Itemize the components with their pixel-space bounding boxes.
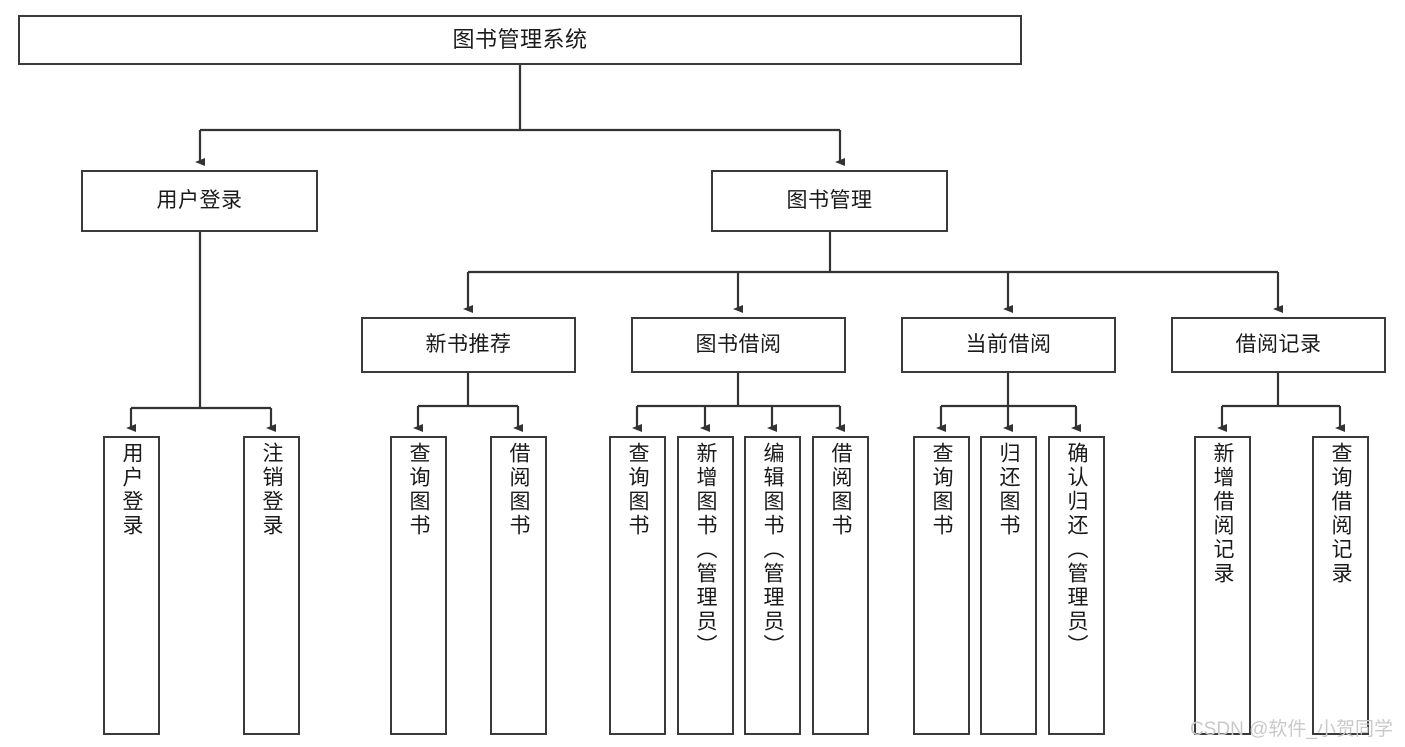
node-leaf-query-record[interactable]: 查询借阅记录: [1312, 436, 1369, 735]
node-book-manage-label: 图书管理: [786, 188, 873, 212]
node-user-login-label: 用户登录: [156, 188, 243, 212]
node-borrow-record[interactable]: 借阅记录: [1171, 317, 1386, 373]
node-leaf-query-book-1-label: 查询图书: [407, 442, 430, 538]
watermark-text: CSDN @软件_小贺同学: [1190, 719, 1393, 740]
node-leaf-add-record-label: 新增借阅记录: [1211, 442, 1234, 586]
node-root-label: 图书管理系统: [452, 27, 588, 53]
node-leaf-logout-label: 注销登录: [260, 442, 283, 538]
node-leaf-return-book[interactable]: 归还图书: [980, 436, 1037, 735]
node-new-book-rec-label: 新书推荐: [425, 332, 512, 356]
node-leaf-query-book-3[interactable]: 查询图书: [913, 436, 970, 735]
node-leaf-query-book-2-label: 查询图书: [626, 442, 649, 538]
node-user-login[interactable]: 用户登录: [81, 170, 318, 232]
node-leaf-borrow-book-2[interactable]: 借阅图书: [812, 436, 869, 735]
node-new-book-rec[interactable]: 新书推荐: [361, 317, 576, 373]
node-leaf-return-book-label: 归还图书: [997, 442, 1020, 538]
node-leaf-user-login-label: 用户登录: [120, 442, 143, 538]
node-leaf-borrow-book-2-label: 借阅图书: [829, 442, 852, 538]
node-leaf-confirm-return[interactable]: 确认归还（管理员）: [1048, 436, 1105, 735]
node-current-borrow[interactable]: 当前借阅: [901, 317, 1116, 373]
node-leaf-query-record-label: 查询借阅记录: [1329, 442, 1352, 586]
node-leaf-confirm-return-label: 确认归还（管理员）: [1065, 442, 1088, 658]
node-leaf-user-login[interactable]: 用户登录: [103, 436, 160, 735]
node-leaf-logout[interactable]: 注销登录: [243, 436, 300, 735]
node-leaf-borrow-book-1-label: 借阅图书: [507, 442, 530, 538]
node-leaf-add-record[interactable]: 新增借阅记录: [1194, 436, 1251, 735]
node-leaf-add-book[interactable]: 新增图书（管理员）: [677, 436, 734, 735]
node-borrow-record-label: 借阅记录: [1235, 332, 1322, 356]
node-book-borrow[interactable]: 图书借阅: [631, 317, 846, 373]
node-leaf-query-book-1[interactable]: 查询图书: [390, 436, 447, 735]
node-leaf-query-book-2[interactable]: 查询图书: [609, 436, 666, 735]
node-book-manage[interactable]: 图书管理: [711, 170, 948, 232]
node-leaf-borrow-book-1[interactable]: 借阅图书: [490, 436, 547, 735]
node-leaf-edit-book-label: 编辑图书（管理员）: [761, 442, 784, 658]
node-leaf-add-book-label: 新增图书（管理员）: [694, 442, 717, 658]
node-root[interactable]: 图书管理系统: [18, 15, 1022, 65]
node-book-borrow-label: 图书借阅: [695, 332, 782, 356]
node-current-borrow-label: 当前借阅: [965, 332, 1052, 356]
node-leaf-edit-book[interactable]: 编辑图书（管理员）: [744, 436, 801, 735]
node-leaf-query-book-3-label: 查询图书: [930, 442, 953, 538]
